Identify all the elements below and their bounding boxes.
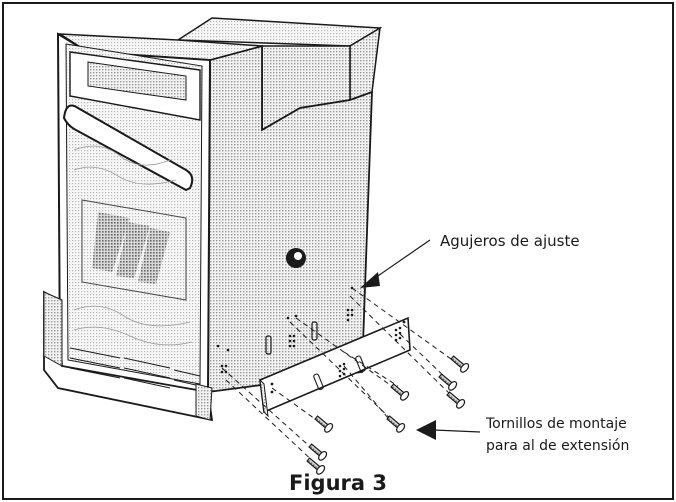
screw — [390, 383, 410, 401]
mounting-screws — [306, 355, 470, 475]
callout-adjustment-holes: Agujeros de ajuste — [360, 232, 580, 288]
wall-oven-illustration — [43, 17, 383, 422]
screw — [314, 415, 334, 433]
callout-mounting-screws: Tornillos de montaje para al de extensió… — [416, 416, 629, 454]
callout-screws-label-line1: Tornillos de montaje — [485, 416, 627, 432]
oven-side-panel — [207, 44, 373, 394]
screw — [446, 391, 466, 409]
screw — [308, 443, 328, 461]
callout-arrow-icon — [360, 272, 380, 288]
callout-arrow-icon — [416, 420, 436, 440]
screw — [450, 355, 470, 373]
oven-door-handle — [62, 104, 194, 192]
callout-screws-label-line2: para al de extensión — [486, 438, 629, 454]
screw — [386, 415, 406, 433]
control-display — [87, 61, 187, 101]
figure-caption: Figura 3 — [289, 471, 387, 495]
callout-holes-label: Agujeros de ajuste — [440, 232, 580, 250]
extension-mounting-bracket — [259, 316, 411, 418]
screw — [438, 373, 458, 391]
alignment-guide-lines — [221, 287, 459, 465]
screw — [306, 457, 326, 475]
